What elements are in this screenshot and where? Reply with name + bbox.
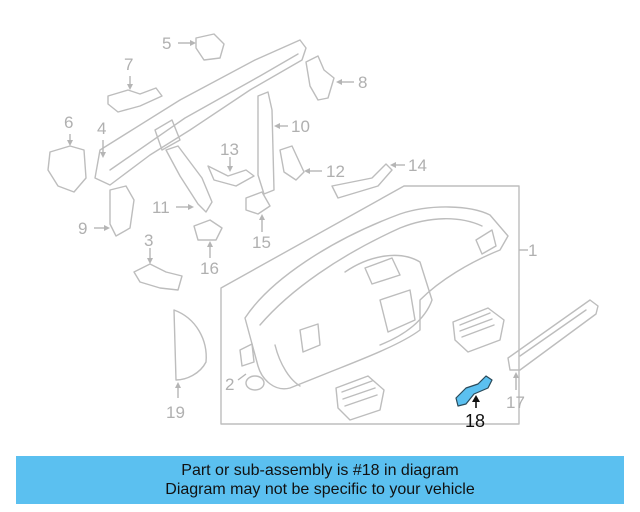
- banner-line-1: Part or sub-assembly is #18 in diagram: [181, 462, 459, 479]
- dashboard-group-outline: [220, 185, 520, 425]
- callout-11: 11: [152, 198, 170, 217]
- callout-4: 4: [97, 119, 106, 138]
- part-2-bracket: [237, 343, 265, 391]
- callout-8: 8: [358, 73, 367, 92]
- center-air-vent: [452, 307, 505, 353]
- callout-2: 2: [225, 375, 234, 394]
- callout-18[interactable]: 18: [465, 411, 485, 431]
- callout-6: 6: [64, 113, 73, 132]
- part-5-bracket: [195, 33, 225, 61]
- info-banner: Part or sub-assembly is #18 in diagram D…: [16, 456, 624, 504]
- part-11-brace: [165, 145, 213, 213]
- callout-15: 15: [252, 233, 271, 252]
- part-12-bracket: [279, 145, 305, 181]
- callout-9: 9: [78, 219, 87, 238]
- part-16-bracket: [193, 219, 223, 241]
- callout-5: 5: [162, 34, 171, 53]
- callout-10: 10: [291, 117, 310, 136]
- part-15-bracket: [245, 191, 271, 215]
- part-14-bracket: [331, 163, 393, 199]
- callout-17: 17: [506, 393, 525, 412]
- side-air-vent: [335, 375, 385, 421]
- part-8-bracket: [305, 55, 335, 101]
- parts-diagram: 1 2 3 4 5 6 7 8 10 11 12 13 14 15 16 17 …: [47, 33, 599, 431]
- part-7-bracket: [107, 87, 163, 113]
- callout-1: 1: [528, 241, 537, 260]
- callout-7: 7: [124, 55, 133, 74]
- part-18-highlighted-bracket[interactable]: [455, 375, 493, 407]
- part-19-cover: [173, 309, 207, 381]
- callout-12: 12: [326, 162, 345, 181]
- cross-car-beam: [94, 39, 307, 186]
- part-17-bracket: [507, 299, 599, 371]
- callout-13: 13: [220, 140, 239, 159]
- callout-14: 14: [408, 156, 427, 175]
- callout-3: 3: [144, 231, 153, 250]
- part-6-bracket: [47, 145, 87, 193]
- instrument-panel: [244, 206, 509, 390]
- part-13-bracket: [207, 165, 255, 187]
- callout-16: 16: [200, 259, 219, 278]
- banner-line-2: Diagram may not be specific to your vehi…: [165, 481, 475, 498]
- part-10-support: [257, 91, 275, 195]
- callout-19: 19: [166, 403, 185, 422]
- part-9-bracket: [109, 185, 135, 237]
- part-3-bracket: [133, 263, 183, 291]
